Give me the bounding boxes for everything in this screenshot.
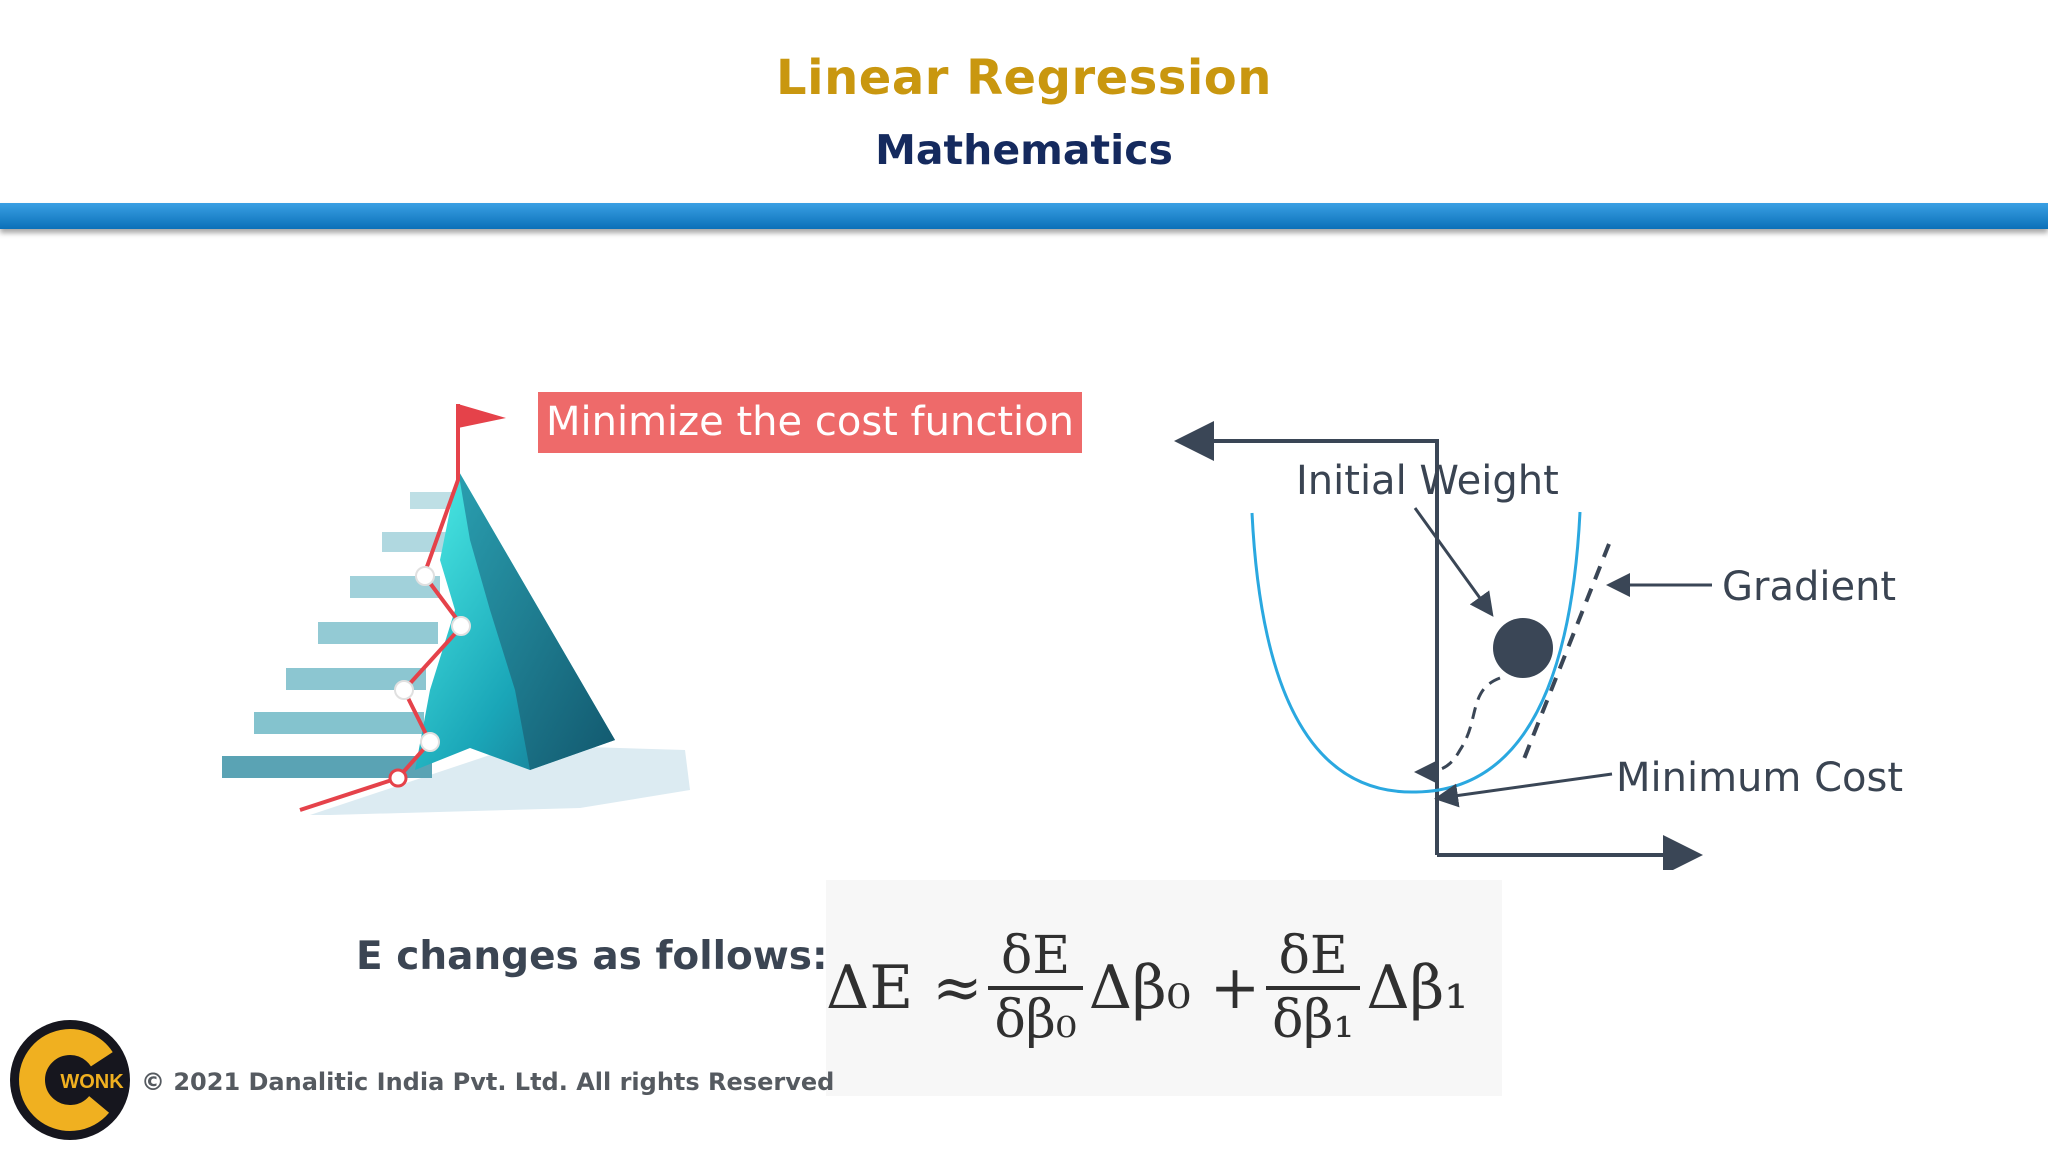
formula-term-2: Δβ₁ <box>1366 953 1469 1023</box>
ground-shadow <box>310 745 690 815</box>
fraction-1-numerator: δE <box>1000 926 1071 986</box>
start-dot <box>388 768 408 788</box>
logo-text: WONK <box>60 1071 124 1093</box>
descent-path <box>1414 676 1501 784</box>
formula-background <box>826 880 1502 1096</box>
formula: ΔE ≈ δE δβ₀ Δβ₀ + δE δβ₁ Δβ₁ <box>826 880 1502 1096</box>
fraction-2-numerator: δE <box>1278 926 1348 986</box>
waypoints <box>394 566 471 752</box>
formula-lhs: ΔE ≈ <box>826 953 983 1023</box>
cost-curve <box>1250 511 1582 794</box>
fraction-1-denominator: δβ₀ <box>988 986 1083 1050</box>
slide-title: Linear Regression <box>776 50 1272 106</box>
weight-ball <box>1493 618 1553 678</box>
fraction-2-denominator: δβ₁ <box>1266 986 1361 1050</box>
minimum-cost-pointer <box>1434 772 1613 808</box>
mountain-shade <box>458 470 615 770</box>
gradient-descent-diagram <box>1174 421 1712 870</box>
equation-label: E changes as follows: <box>356 934 828 979</box>
mountain-illustration <box>222 404 690 815</box>
formula-term-1: Δβ₀ + <box>1088 953 1261 1023</box>
initial-weight-pointer <box>1413 507 1494 617</box>
gradient-tangent <box>1520 543 1611 765</box>
minimum-cost-label: Minimum Cost <box>1616 755 1904 801</box>
header-band <box>0 203 2048 229</box>
gradient-label: Gradient <box>1722 564 1897 610</box>
fraction-2: δE δβ₁ <box>1266 926 1361 1050</box>
wonk-logo: WONK <box>10 1020 130 1140</box>
initial-weight-label: Initial Weight <box>1296 458 1559 504</box>
fraction-1: δE δβ₀ <box>988 926 1083 1050</box>
flag <box>458 404 506 428</box>
slide-subtitle: Mathematics <box>875 126 1173 174</box>
y-axis <box>1174 421 1439 855</box>
copyright-text: © 2021 Danalitic India Pvt. Ltd. All rig… <box>141 1068 835 1096</box>
minimize-callout: Minimize the cost function <box>538 392 1082 453</box>
